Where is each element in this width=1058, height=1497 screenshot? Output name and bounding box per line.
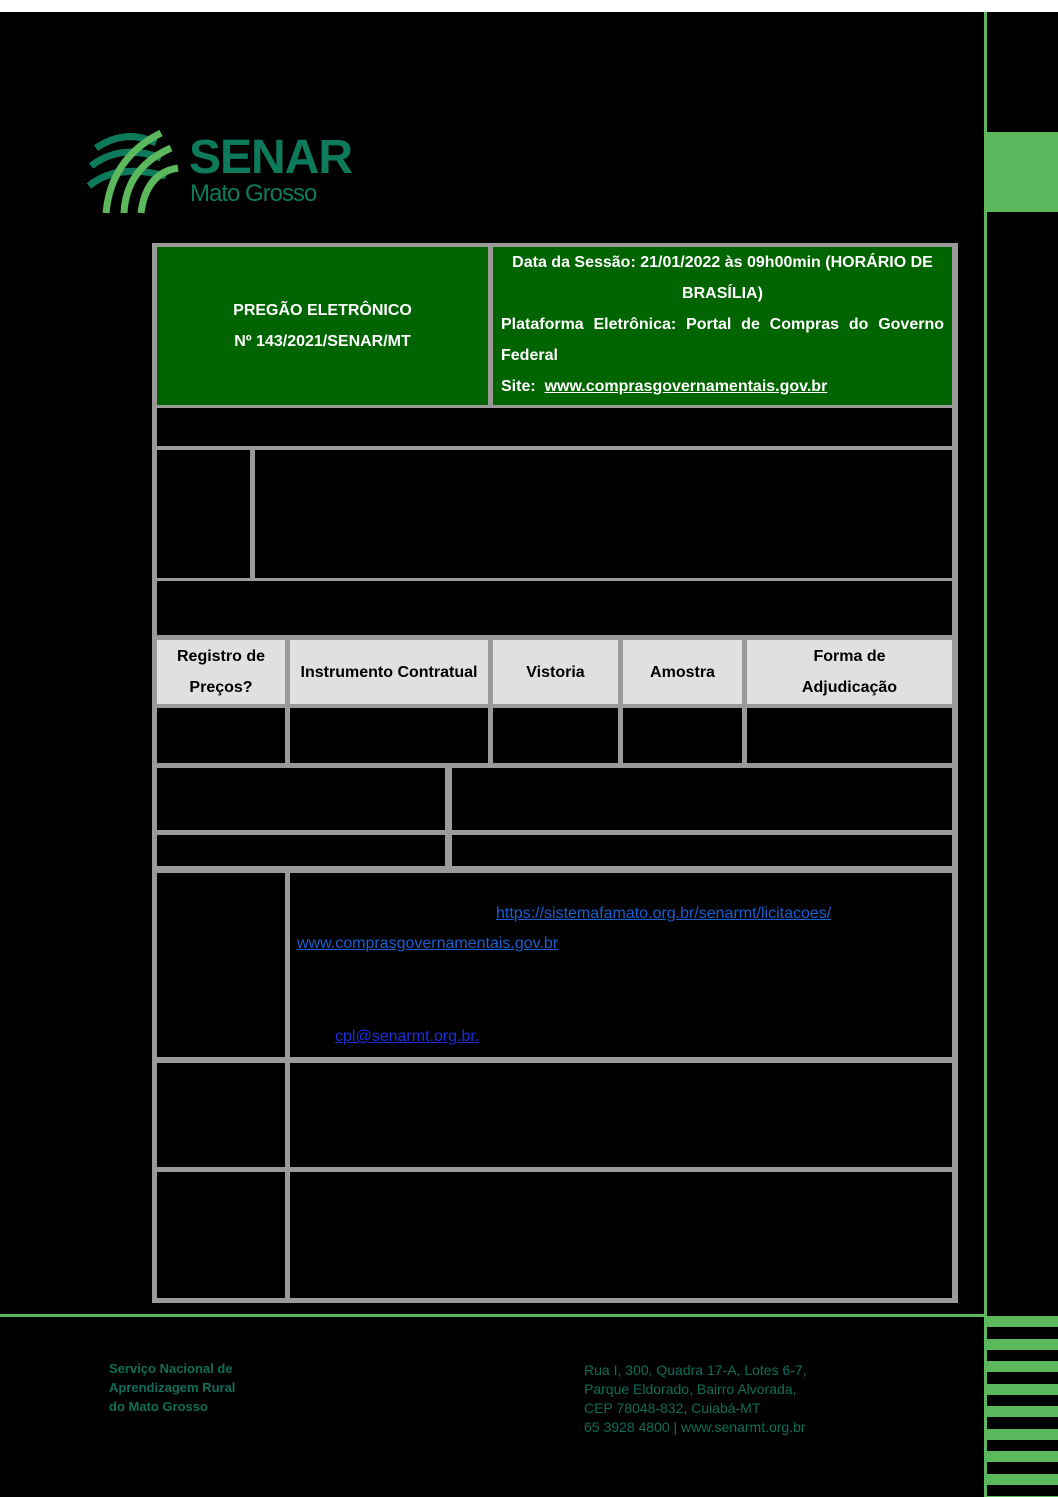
address-line: Rua I, 300, Quadra 17-A, Lotes 6-7, [584,1362,807,1378]
footer-stripe [987,1361,1058,1372]
footer-address: Rua I, 300, Quadra 17-A, Lotes 6-7, Parq… [584,1361,807,1437]
cell [452,835,952,866]
session-date: Data da Sessão: 21/01/2022 às 09h00min (… [512,254,933,302]
cell [452,768,952,830]
footer-org-line: do Mato Grosso [109,1399,208,1414]
footer-stripe [987,1406,1058,1417]
logo-region: Mato Grosso [190,180,317,207]
info-cell: https://sistemafamato.org.br/senarmt/lic… [290,873,952,1057]
summary-table: PREGÃO ELETRÔNICO Nº 143/2021/SENAR/MT D… [152,243,958,1303]
col-vistoria: Vistoria [493,640,618,704]
header-title-cell: PREGÃO ELETRÔNICO Nº 143/2021/SENAR/MT [157,247,488,405]
cell [255,450,952,578]
header-info-cell: Data da Sessão: 21/01/2022 às 09h00min (… [493,247,952,405]
cell [747,708,952,763]
footer-stripe [987,1383,1058,1395]
cell [157,768,445,830]
top-margin [0,0,1058,12]
site-label: Site: [501,378,536,395]
footer-stripe [987,1338,1058,1350]
site-link[interactable]: www.comprasgovernamentais.gov.br [544,378,828,395]
footer-rule [0,1314,987,1317]
col-registro: Registro de Preços? [157,640,285,704]
contact-line: 65 3928 4800 | www.senarmt.org.br [584,1419,806,1435]
footer-org: Serviço Nacional de Aprendizagem Rural d… [109,1359,235,1416]
compras-link[interactable]: www.comprasgovernamentais.gov.br [297,935,559,952]
side-rule [984,12,987,1497]
cell [157,835,445,866]
platform: Plataforma Eletrônica: Portal de Compras… [501,316,944,364]
cell [157,581,952,635]
cell [290,1172,952,1298]
address-line: CEP 78048-832, Cuiabá-MT [584,1400,761,1416]
footer-org-line: Aprendizagem Rural [109,1380,236,1395]
footer-stripe [987,1428,1058,1440]
email-link[interactable]: cpl@senarmt.org.br. [335,1028,480,1045]
licitacoes-link[interactable]: https://sistemafamato.org.br/senarmt/lic… [496,905,832,922]
logo-name: SENAR [189,131,353,184]
address-line: Parque Eldorado, Bairro Alvorada, [584,1381,797,1397]
cell [157,873,285,1057]
col-instrumento: Instrumento Contratual [290,640,488,704]
logo: SENAR Mato Grosso [86,128,366,218]
cell [493,708,618,763]
col-amostra: Amostra [623,640,742,704]
cell [290,708,488,763]
object-row [157,408,952,446]
tender-type: PREGÃO ELETRÔNICO [233,302,412,319]
cell [157,708,285,763]
cell [157,1063,285,1167]
footer-stripe [987,1451,1058,1462]
side-accent-block [987,132,1058,212]
logo-leaf-icon [86,129,179,214]
cell [157,450,250,578]
footer-stripe [987,1316,1058,1327]
tender-number: Nº 143/2021/SENAR/MT [234,333,411,350]
footer-org-line: Serviço Nacional de [109,1361,233,1376]
cell [623,708,742,763]
col-adjudicacao: Forma de Adjudicação [747,640,952,704]
cell [157,1172,285,1298]
footer-stripe [987,1473,1058,1485]
cell [290,1063,952,1167]
